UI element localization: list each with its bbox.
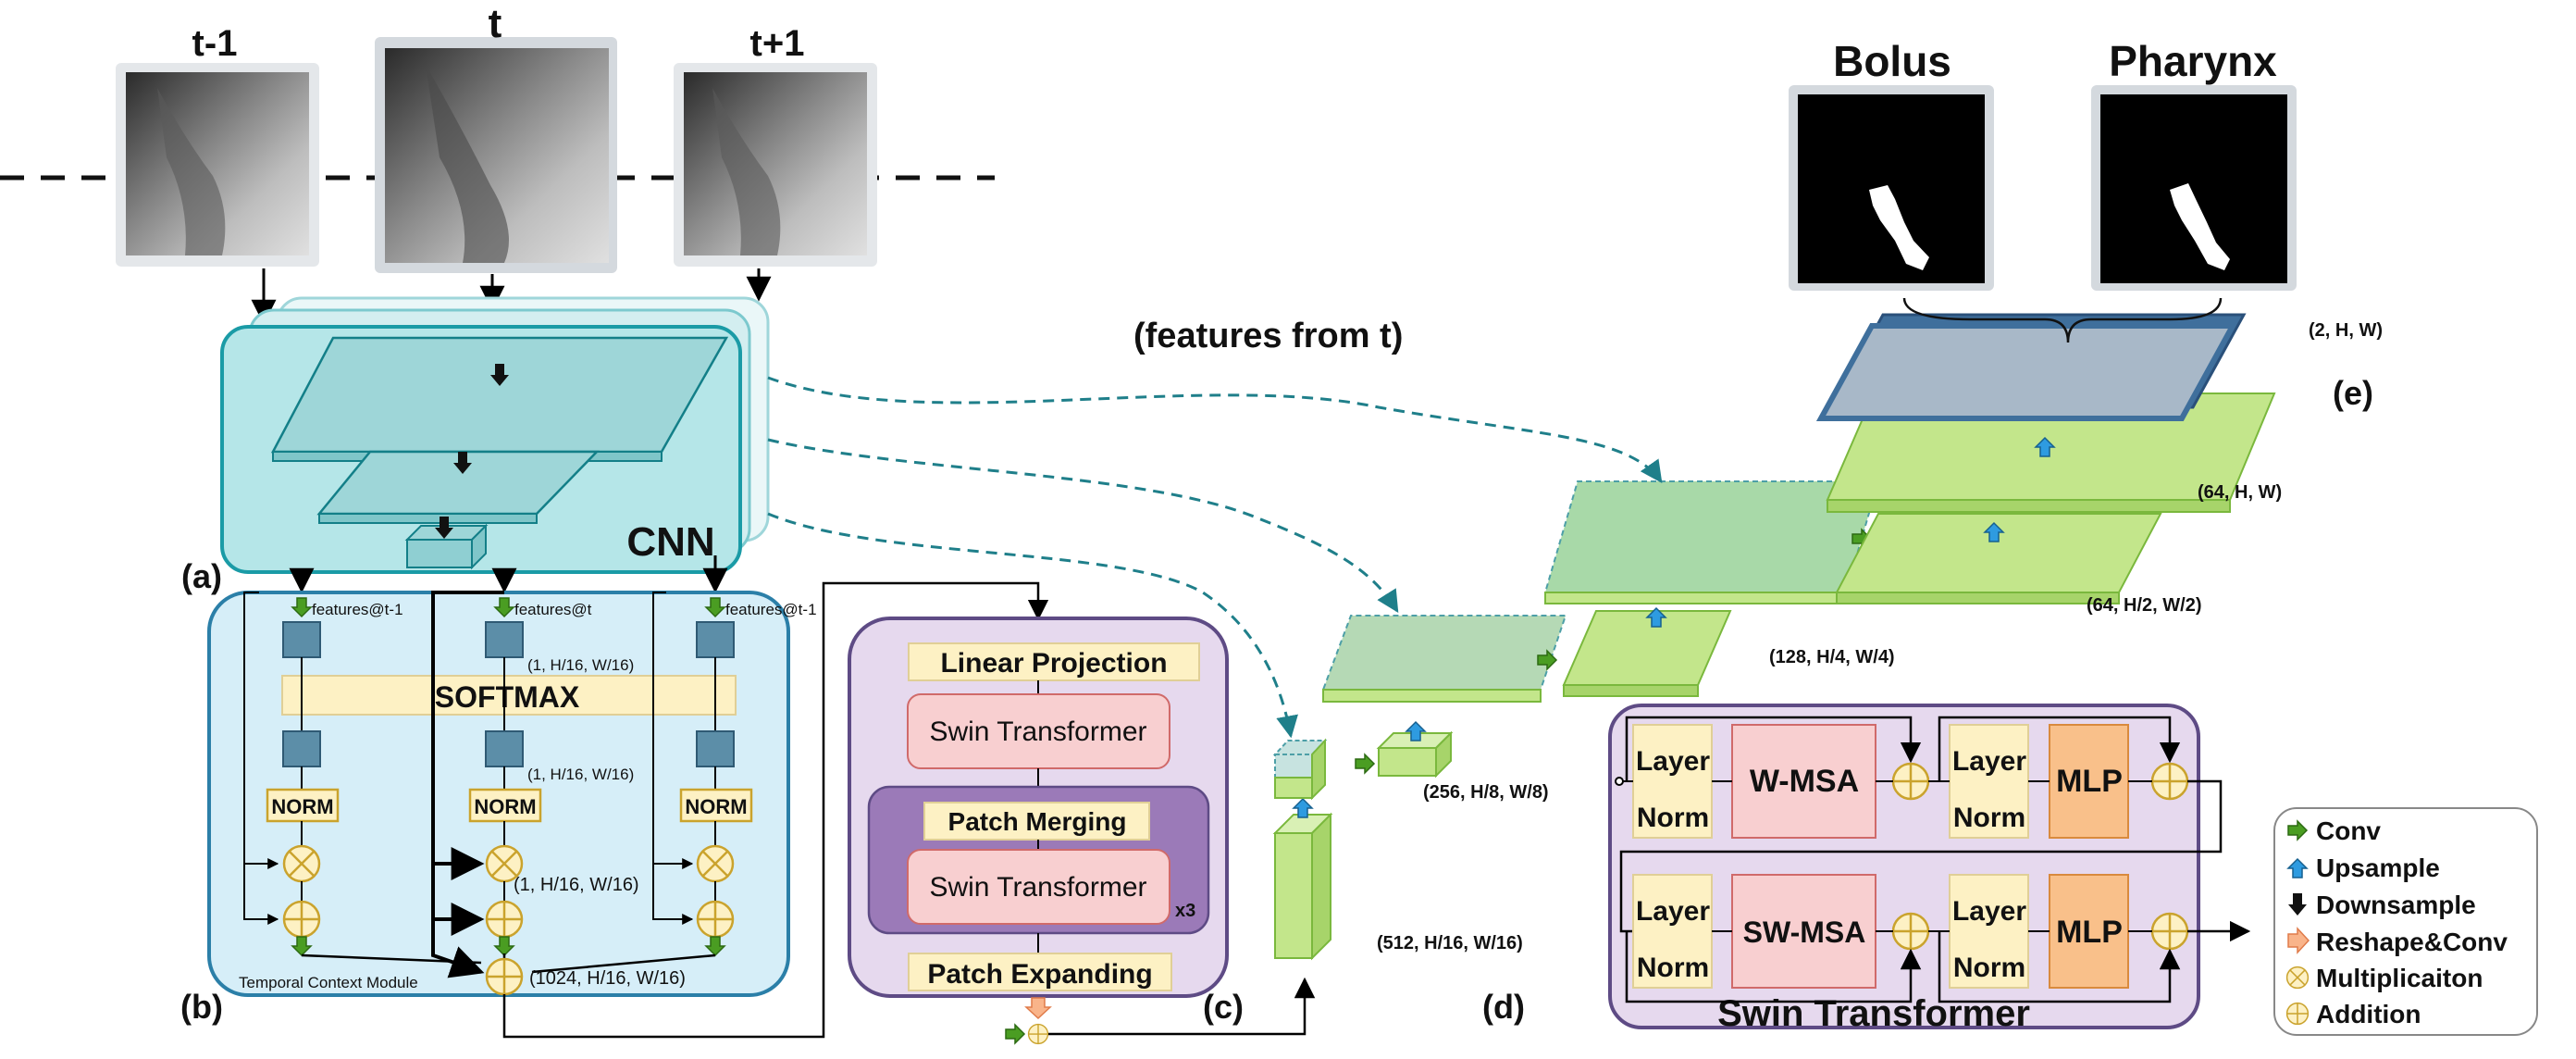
panel-label-b: (b): [180, 988, 223, 1026]
legend-reshape: Reshape&Conv: [2316, 928, 2508, 956]
layer-label-4: Layer: [1952, 896, 2026, 927]
frame-prev-label: t-1: [192, 23, 238, 64]
frame-next-label: t+1: [750, 23, 805, 64]
patch-merging-label: Patch Merging: [948, 807, 1127, 836]
panel-label-d: (d): [1482, 988, 1525, 1026]
dim-64: (64, H, W): [2198, 482, 2282, 503]
swin-transformer-label-1: Swin Transformer: [929, 716, 1146, 747]
wmsa-label: W-MSA: [1750, 764, 1859, 799]
frame-current: t: [375, 1, 617, 273]
norm-label-block-2: Norm: [1953, 803, 2025, 833]
layer-label-1: Layer: [1636, 746, 1710, 777]
legend-mult-icon: [2285, 966, 2310, 990]
tcm-dim-a: (1, H/16, W/16): [527, 656, 634, 674]
mlp-label-2: MLP: [2056, 915, 2123, 950]
tcm-dim-out: (1024, H/16, W/16): [529, 968, 686, 989]
tcm-output-node: (1024, H/16, W/16): [485, 957, 686, 996]
legend-add: Addition: [2316, 1000, 2421, 1028]
legend-upsample: Upsample: [2316, 853, 2440, 882]
linear-projection-label: Linear Projection: [940, 648, 1167, 679]
swin-block-title: Swin Transformer: [1717, 993, 2030, 1034]
legend-add-icon: [2285, 1002, 2310, 1026]
dim-512: (512, H/16, W/16): [1377, 933, 1523, 953]
output-bolus: Bolus: [1789, 37, 1994, 291]
pharynx-label: Pharynx: [2109, 37, 2277, 85]
panel-label-a: (a): [181, 557, 222, 595]
frame-next: t+1: [674, 23, 877, 267]
tcm-feat-cur: features@t: [514, 601, 592, 618]
features-note: (features from t): [1133, 317, 1403, 355]
tcm-dim-b: (1, H/16, W/16): [527, 766, 634, 783]
dim-64-half: (64, H/2, W/2): [2087, 595, 2201, 616]
norm-label-block-1: Norm: [1637, 803, 1709, 833]
norm-label-1: NORM: [271, 795, 333, 818]
norm-label-block-3: Norm: [1637, 953, 1709, 983]
output-pharynx: Pharynx: [2091, 37, 2297, 291]
cnn-block: CNN: [220, 296, 770, 574]
tcm-column-prev: features@t-1 NORM: [243, 592, 482, 965]
swin-stack: Linear Projection Swin Transformer Patch…: [848, 617, 1229, 998]
panel-label-e: (e): [2333, 374, 2373, 412]
swin-transformer-label-2: Swin Transformer: [929, 872, 1146, 903]
mlp-label-1: MLP: [2056, 764, 2123, 799]
dim-out: (2, H, W): [2309, 320, 2383, 341]
legend-conv: Conv: [2316, 816, 2381, 845]
cnn-label: CNN: [626, 519, 714, 565]
frame-prev: t-1: [116, 23, 319, 267]
panel-label-c: (c): [1203, 988, 1244, 1026]
norm-label-3: NORM: [685, 795, 747, 818]
tcm-column-current: features@t (1, H/16, W/16) (1, H/16, W/1…: [431, 591, 639, 978]
feature-skip-connections: (features from t): [767, 317, 1663, 739]
frame-current-label: t: [489, 1, 502, 46]
bolus-label: Bolus: [1833, 37, 1951, 85]
norm-label-2: NORM: [474, 795, 536, 818]
softmax-label: SOFTMAX: [435, 680, 580, 714]
legend-mult: Multiplicaiton: [2316, 964, 2483, 992]
tcm-feat-next: features@t-1: [725, 601, 817, 618]
swin-block: Swin Transformer Layer Norm W-MSA Layer …: [1608, 704, 2251, 1034]
tcm-feat-prev: features@t-1: [312, 601, 403, 618]
norm-label-block-4: Norm: [1953, 953, 2025, 983]
tcm-column-next: features@t-1 NORM: [531, 592, 817, 974]
legend-downsample: Downsample: [2316, 891, 2476, 919]
decoder: (512, H/16, W/16) (256, H/8, W/8) (128, …: [1272, 297, 2383, 961]
repeat-label: x3: [1175, 901, 1195, 921]
layer-label-3: Layer: [1636, 896, 1710, 927]
dim-256: (256, H/8, W/8): [1423, 782, 1549, 803]
layer-label-2: Layer: [1952, 746, 2026, 777]
tcm-name: Temporal Context Module: [239, 974, 418, 991]
tcm-dim-c: (1, H/16, W/16): [514, 875, 639, 895]
patch-expanding-label: Patch Expanding: [927, 959, 1152, 990]
dim-128: (128, H/4, W/4): [1769, 647, 1895, 667]
swmsa-label: SW-MSA: [1743, 916, 1866, 949]
legend: Conv Upsample Downsample Reshape&Conv Mu…: [2273, 807, 2538, 1036]
